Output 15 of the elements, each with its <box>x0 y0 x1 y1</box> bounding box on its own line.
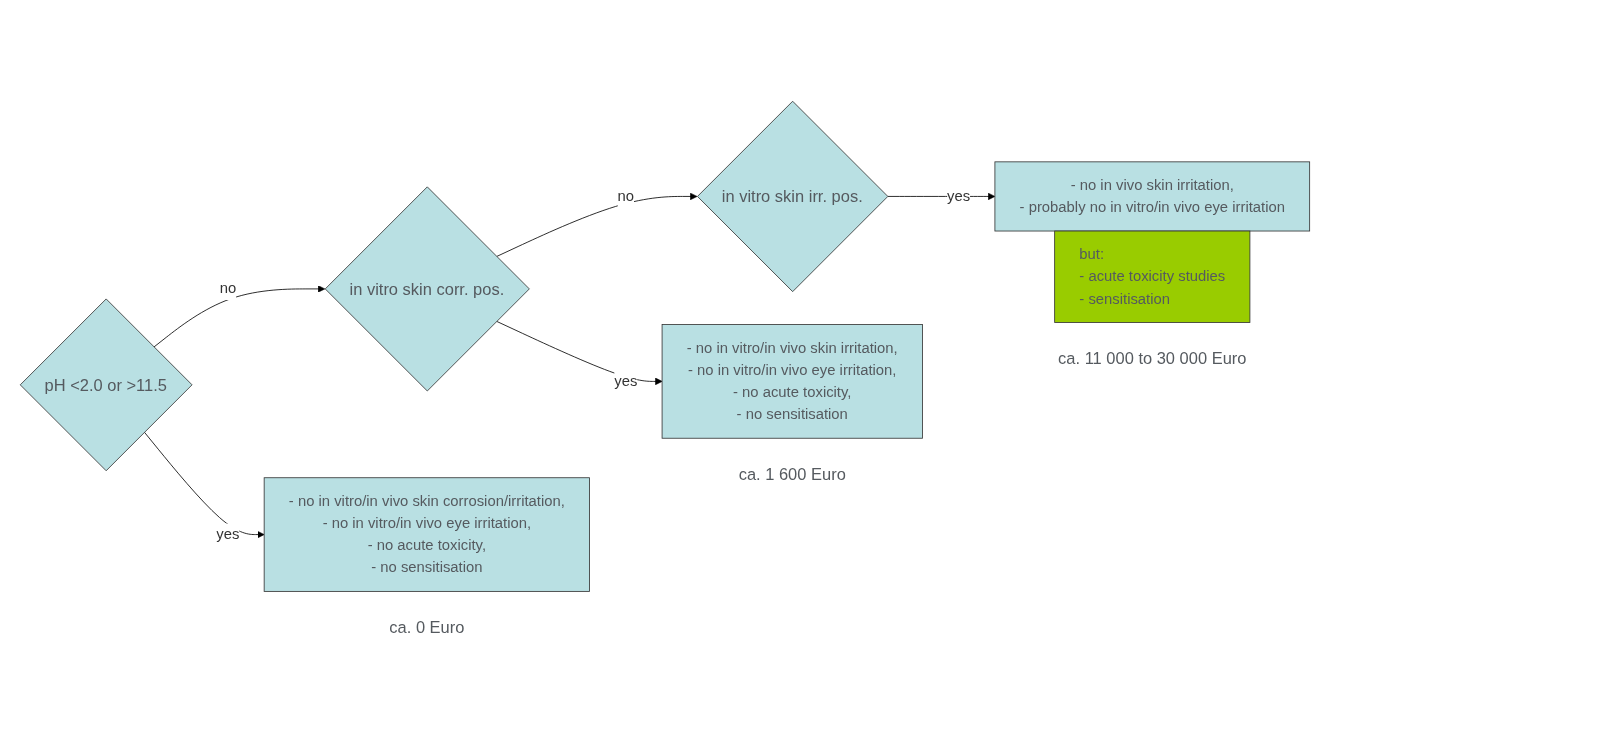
node-diamond: in vitro skin irr. pos. <box>697 101 889 293</box>
edge-label: yes <box>614 372 638 390</box>
node-box: but: - acute toxicity studies - sensitisation <box>1054 230 1251 324</box>
node-label: ca. 1 600 Euro <box>738 465 846 484</box>
node-diamond: in vitro skin corr. pos. <box>324 186 530 392</box>
edge-label: no <box>219 280 237 297</box>
edge-label: no <box>617 187 635 205</box>
edge-label: yes <box>947 187 971 205</box>
node-box: - no in vitro/in vivo skin irritation, - no in vitro/in vivo eye irritation, - no acute toxicity, - no sensitisation <box>661 324 923 439</box>
node-label: ca. 0 Euro <box>389 618 465 637</box>
node-box: - no in vitro/in vivo skin corrosion/irritation, - no in vitro/in vivo eye irritation, - no acute toxicity, - no sensitisation <box>263 477 590 592</box>
node-label: ca. 11 000 to 30 000 Euro <box>1058 349 1247 368</box>
edge-label: yes <box>216 526 240 543</box>
node-box: - no in vivo skin irritation, - probably no in vitro/in vivo eye irritation <box>994 161 1311 232</box>
node-diamond: pH <2.0 or >11.5 <box>19 298 193 472</box>
